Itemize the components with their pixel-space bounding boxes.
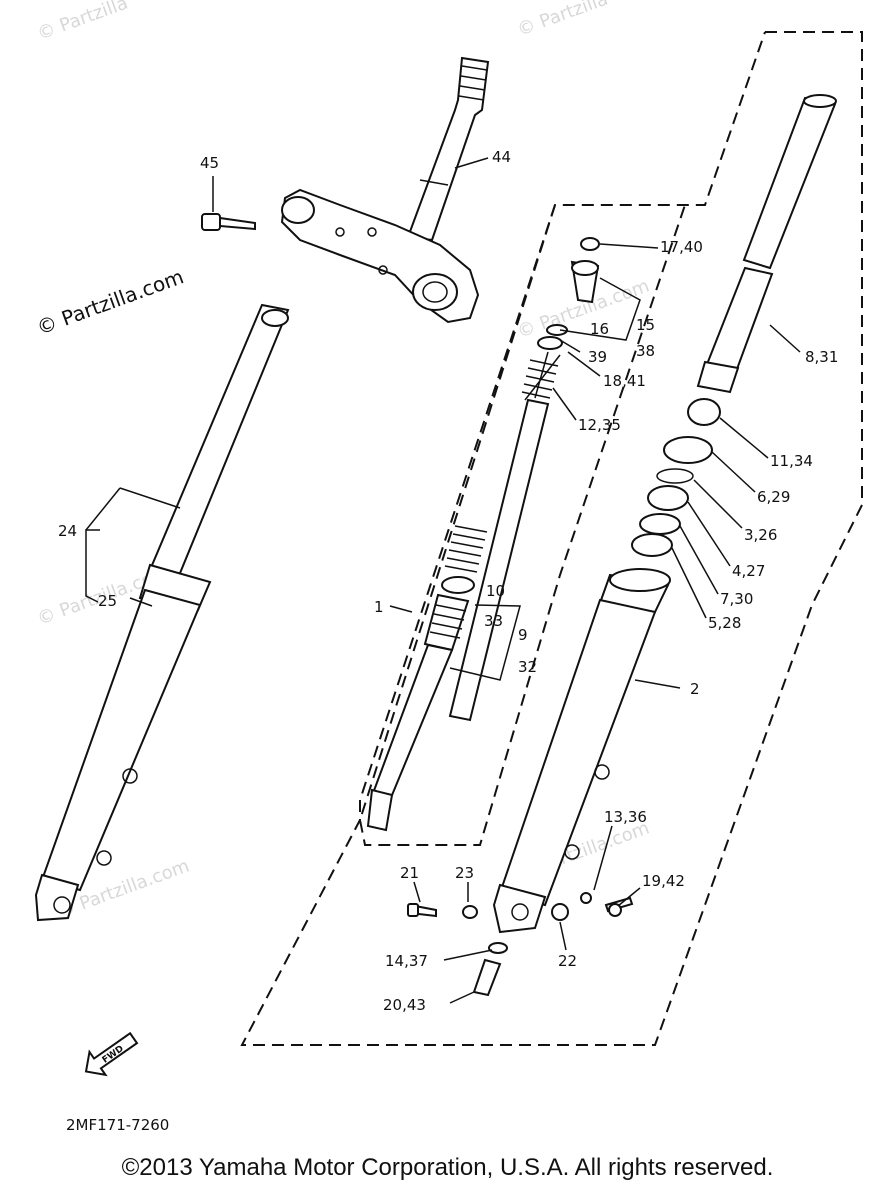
callout-45: 45 [200,154,219,172]
callout-21: 21 [400,864,419,882]
callout-3-26: 3,26 [744,526,777,544]
callout-19-42: 19,42 [642,872,685,890]
callout-38: 38 [636,342,655,360]
inner-tube [742,94,837,270]
callout-10: 10 [486,582,505,600]
bottom-fasteners [407,892,634,997]
seal-stack [631,398,721,557]
callout-1: 1 [374,598,384,616]
damper-assembly-boundary [358,204,686,846]
fork-spring [444,351,561,722]
callout-18-41: 18,41 [603,372,646,390]
pinch-bolt [201,213,256,231]
callout-4-27: 4,27 [732,562,765,580]
callout-25: 25 [98,592,117,610]
callout-5-28: 5,28 [708,614,741,632]
callout-17-40: 17,40 [660,238,703,256]
forward-arrow-icon: FWD [84,1031,139,1077]
assembly-boundary-outer [240,31,863,1046]
damper-rod [366,576,475,832]
callout-32: 32 [518,658,537,676]
under-bracket [280,188,480,324]
watermark-top-right: © Partzilla [515,0,611,41]
callout-22: 22 [558,952,577,970]
callout-39: 39 [588,348,607,366]
callout-23: 23 [455,864,474,882]
callout-44: 44 [492,148,511,166]
damper-parts [537,237,600,350]
watermark-top-left: © Partzilla [35,0,131,45]
callout-9: 9 [518,626,528,644]
callout-33: 33 [484,612,503,630]
callout-14-37: 14,37 [385,952,428,970]
outer-tube [492,568,671,934]
diagram-code: 2MF171-7260 [66,1116,169,1134]
callout-8-31: 8,31 [805,348,838,366]
callout-24: 24 [58,522,77,540]
callout-20-43: 20,43 [383,996,426,1014]
copyright-notice: ©2013 Yamaha Motor Corporation, U.S.A. A… [121,1154,774,1181]
steering-stem [406,56,490,242]
inner-tube-lower [696,266,774,394]
callout-12-35: 12,35 [578,416,621,434]
watermark-partzilla: © Partzilla.com [34,264,187,339]
callout-7-30: 7,30 [720,590,753,608]
callout-6-29: 6,29 [757,488,790,506]
callout-11-34: 11,34 [770,452,813,470]
left-fork-assembly [34,303,290,922]
callout-15: 15 [636,316,655,334]
callout-16: 16 [590,320,609,338]
callout-2: 2 [690,680,700,698]
leader-lines [85,157,801,1004]
callout-13-36: 13,36 [604,808,647,826]
